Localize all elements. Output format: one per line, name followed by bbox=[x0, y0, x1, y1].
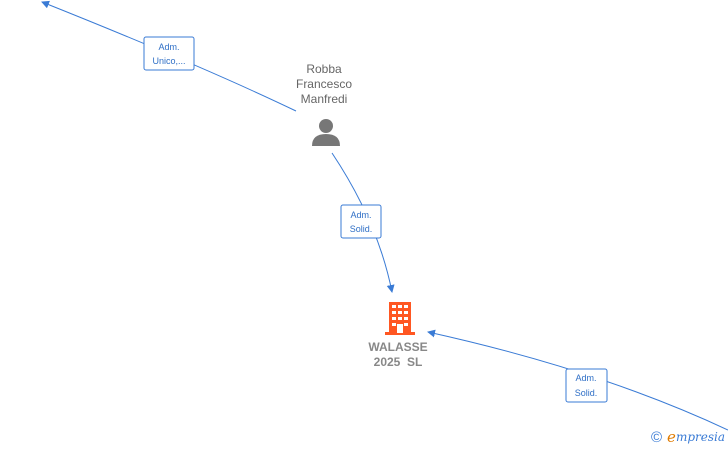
edge-label-line2: Solid. bbox=[350, 224, 373, 234]
person-name-line3: Manfredi bbox=[300, 92, 348, 106]
person-name-label[interactable]: Robba Francesco Manfredi bbox=[274, 62, 374, 107]
building-icon[interactable] bbox=[385, 302, 415, 335]
person-name-line2: Francesco bbox=[295, 77, 353, 91]
edge-label-line2: Unico,... bbox=[152, 56, 185, 66]
company-name-line2: 2025 SL bbox=[373, 355, 423, 369]
edge-label-adm-solid-top[interactable]: Adm. Solid. bbox=[340, 204, 382, 239]
person-icon[interactable] bbox=[312, 119, 340, 146]
edge-label-line1: Adm. bbox=[575, 373, 596, 383]
person-name-line1: Robba bbox=[306, 62, 342, 76]
edge-label-line2: Solid. bbox=[575, 388, 598, 398]
edge-label-adm-solid-bottom[interactable]: Adm. Solid. bbox=[565, 368, 608, 403]
edge-label-adm-unico[interactable]: Adm. Unico,... bbox=[143, 36, 195, 71]
brand-name: mpresia bbox=[675, 430, 725, 444]
edge-label-line1: Adm. bbox=[158, 42, 179, 52]
company-name-label[interactable]: WALASSE 2025 SL bbox=[348, 340, 448, 370]
edge-label-line1: Adm. bbox=[350, 210, 371, 220]
copyright-icon: © bbox=[650, 428, 663, 446]
brand-e: e bbox=[667, 428, 676, 446]
company-name-line1: WALASSE bbox=[368, 340, 428, 354]
